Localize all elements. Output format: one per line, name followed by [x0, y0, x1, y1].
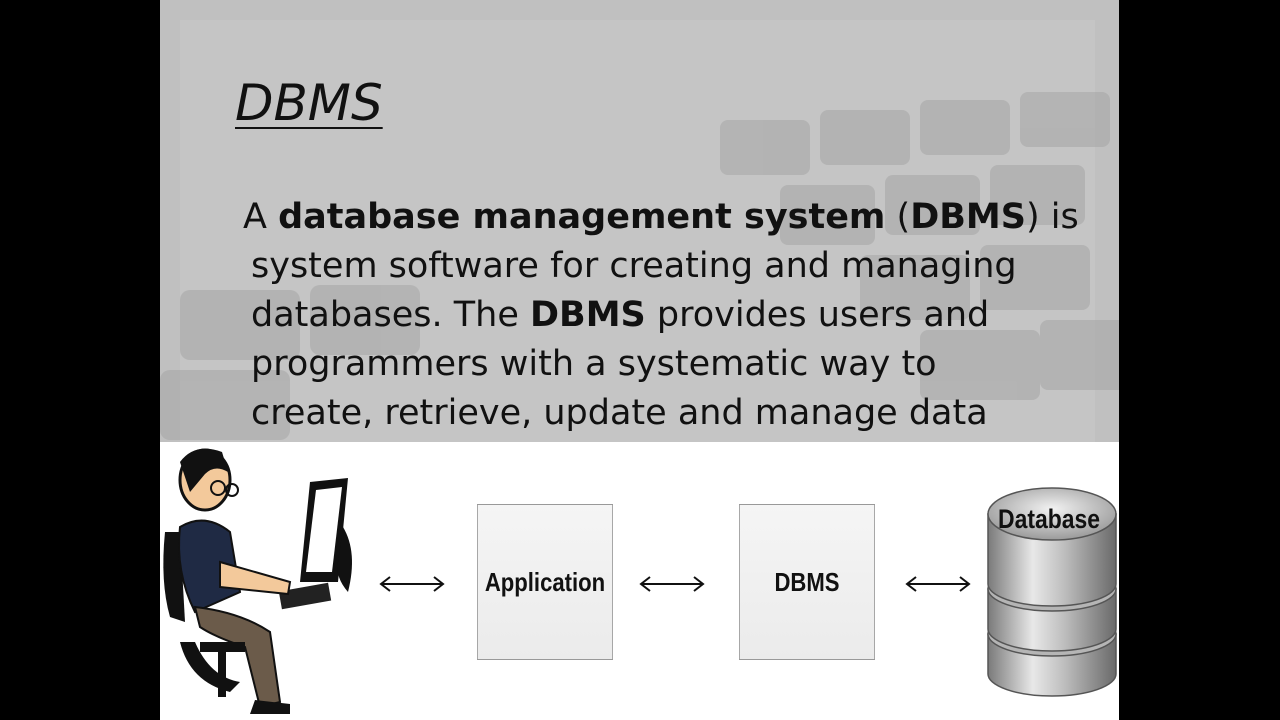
application-box: Application: [477, 504, 613, 660]
user-at-computer-illustration: [163, 448, 352, 714]
slide-title: DBMS: [235, 74, 383, 132]
body-text-line-4: programmers with a systematic way to: [251, 344, 937, 384]
body-term-dbms-full: database management system: [278, 197, 886, 237]
body-text-line-2: system software for creating and managin…: [251, 246, 1017, 286]
application-label: Application: [484, 566, 606, 597]
double-arrow-icon: [905, 576, 971, 592]
dbms-architecture-diagram: Application DBMS: [160, 442, 1119, 720]
double-arrow-icon: [639, 576, 705, 592]
dbms-box: DBMS: [739, 504, 875, 660]
body-text-line-1-end: ) is: [1025, 197, 1079, 237]
body-term-dbms: DBMS: [529, 295, 646, 335]
keyboard-photo-image: [160, 0, 1119, 442]
body-text-paren-open: (: [885, 197, 911, 237]
database-label: Database: [998, 504, 1101, 534]
definition-paragraph: A database management system (DBMS) is s…: [243, 193, 1079, 438]
double-arrow-icon: [379, 576, 445, 592]
body-term-dbms-abbr: DBMS: [910, 197, 1026, 237]
body-text-line-3-start: databases. The: [251, 295, 530, 335]
body-text-line-5: create, retrieve, update and manage data: [251, 393, 988, 433]
body-text-line-1-start: A: [243, 197, 279, 237]
body-text-line-3-end: provides users and: [645, 295, 990, 335]
slide: DBMS A database management system (DBMS)…: [160, 0, 1119, 720]
dbms-label: DBMS: [774, 566, 840, 597]
keyboard-background: DBMS A database management system (DBMS)…: [160, 0, 1119, 442]
database-cylinder-icon: [987, 487, 1117, 697]
